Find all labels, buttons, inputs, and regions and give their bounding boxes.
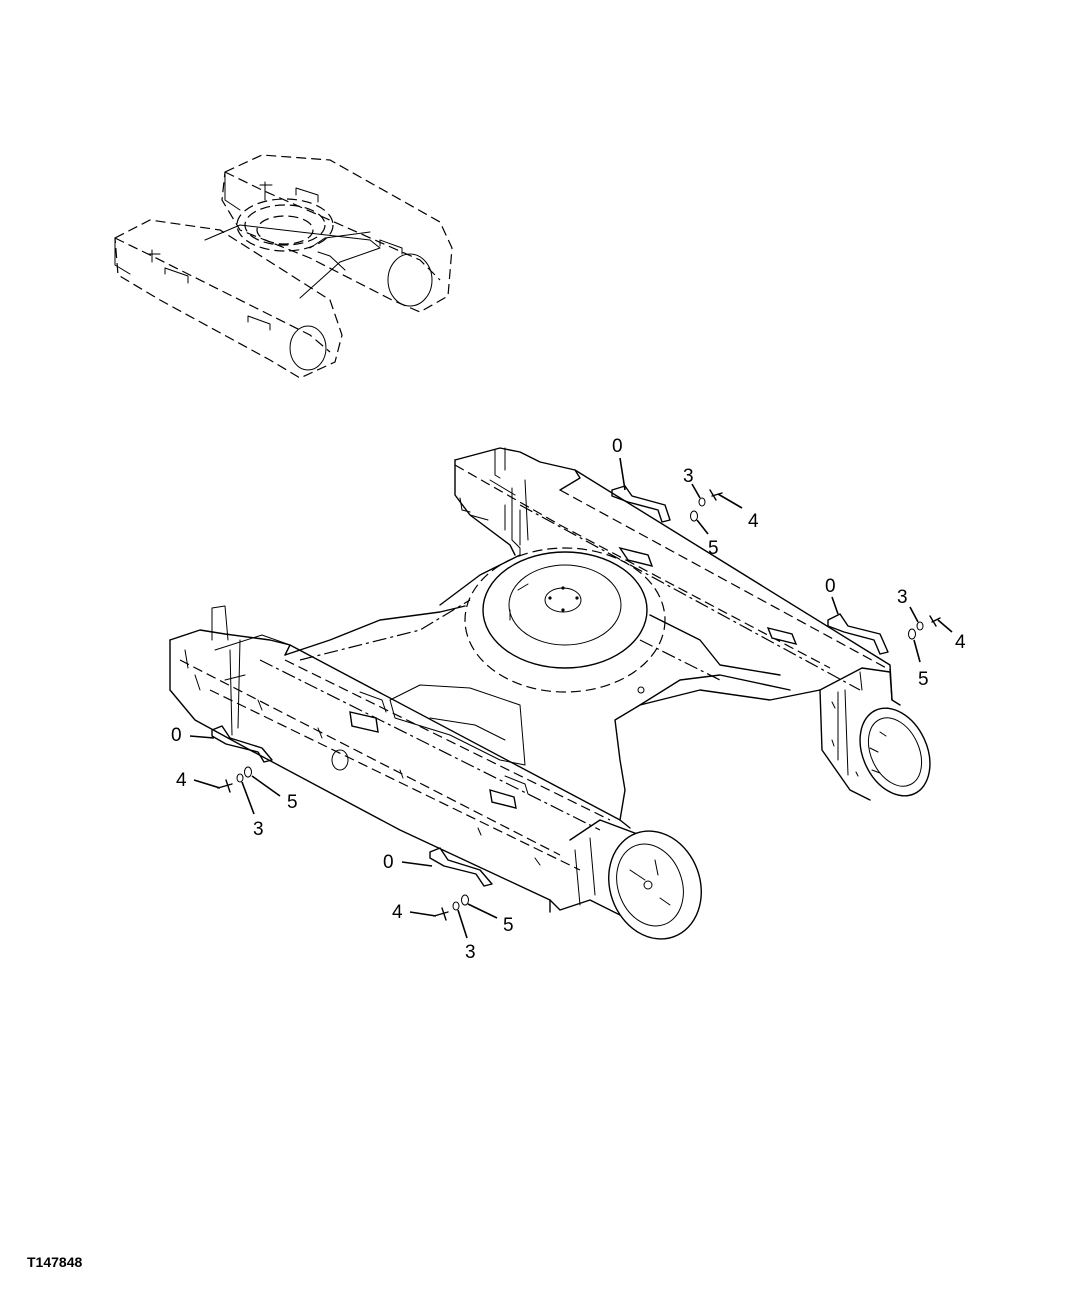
callout-label: 5	[503, 915, 514, 936]
callout-label: 0	[171, 725, 182, 746]
lock-washer-part	[452, 901, 460, 911]
callout-label: 0	[612, 436, 623, 457]
callout-label: 5	[918, 669, 929, 690]
hardware-group-rear-right	[827, 613, 941, 655]
track-guard-part	[211, 725, 273, 763]
flat-washer-part	[244, 766, 252, 778]
flat-washer-part	[690, 510, 698, 522]
overview-undercarriage-illustration	[114, 154, 453, 379]
flat-washer-part	[461, 894, 469, 906]
callout-label: 4	[392, 902, 403, 923]
callout-label: 4	[176, 770, 187, 791]
lock-washer-part	[698, 497, 706, 507]
leader-lines	[189, 457, 953, 939]
hardware-group-rear-left	[611, 485, 723, 523]
callout-label: 4	[748, 511, 759, 532]
callout-label: 0	[825, 576, 836, 597]
callout-label: 3	[253, 819, 264, 840]
cap-screw-part	[929, 615, 941, 627]
callout-label: 3	[897, 587, 908, 608]
callout-label: 3	[683, 466, 694, 487]
track-guard-part	[827, 613, 889, 655]
track-guard-part	[429, 847, 493, 887]
lock-washer-part	[916, 621, 924, 631]
callout-label: 4	[955, 632, 966, 653]
cap-screw-part	[217, 779, 233, 793]
lock-washer-part	[236, 773, 244, 783]
callout-label: 3	[465, 942, 476, 963]
callout-label: 0	[383, 852, 394, 873]
cap-screw-part	[433, 907, 449, 921]
flat-washer-part	[908, 628, 916, 640]
main-undercarriage-illustration	[169, 447, 931, 940]
callout-label: 5	[287, 792, 298, 813]
callout-label: 5	[708, 538, 719, 559]
track-guard-part	[611, 485, 671, 523]
hardware-group-front-right	[429, 847, 493, 921]
hardware-group-front-left	[211, 725, 273, 793]
callout-labels: 0 3 4 5 0 3 4 5 0 4 5 3 0 4 5 3	[171, 436, 966, 963]
cap-screw-part	[709, 489, 723, 501]
figure-id: T147848	[27, 1254, 82, 1270]
